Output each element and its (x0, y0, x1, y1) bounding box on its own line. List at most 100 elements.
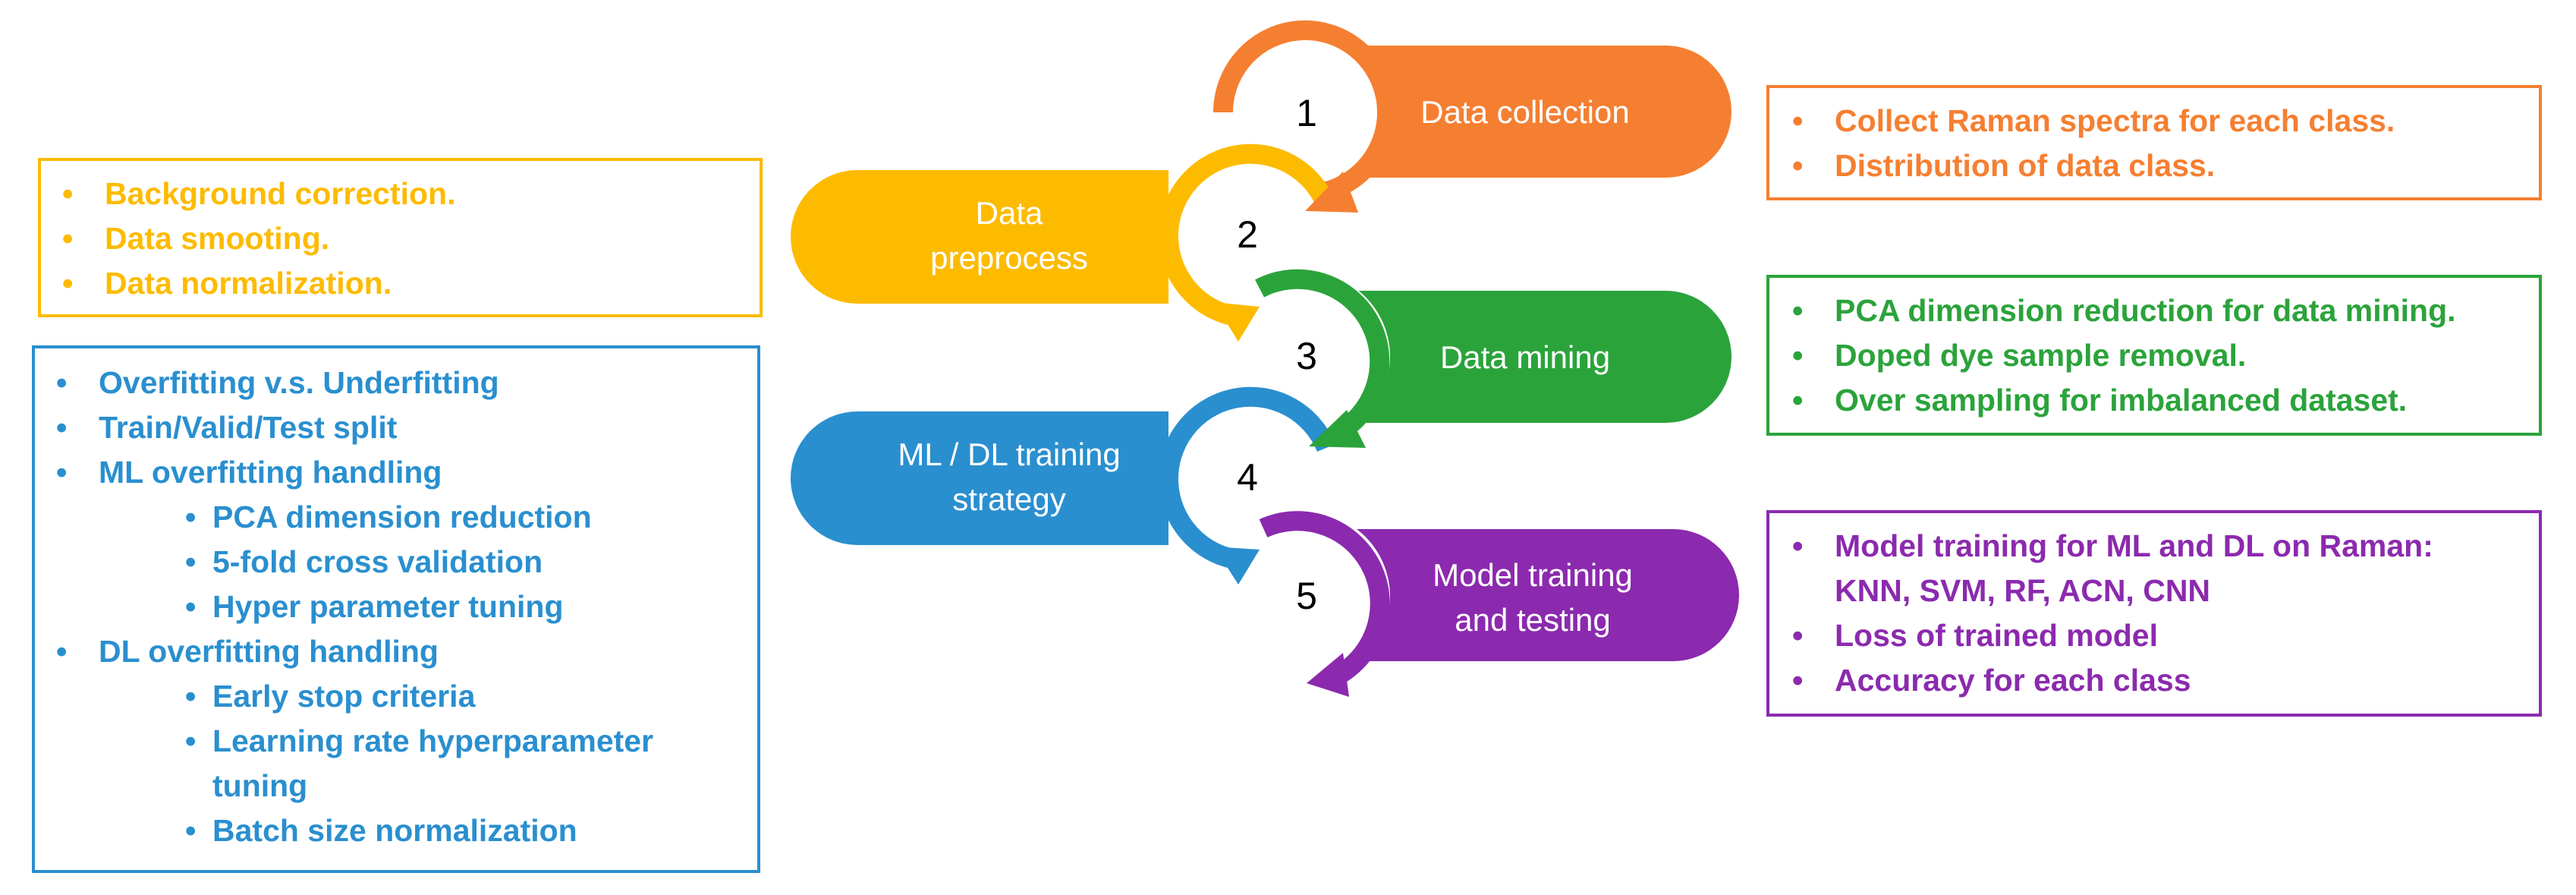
list-item-text: Train/Valid/Test split (99, 410, 398, 445)
training-details-box: • Model training for ML and DL on Raman: … (1766, 510, 2542, 717)
list-item: • Data normalization. (62, 261, 760, 306)
list-item: • Data smooting. (62, 216, 760, 261)
step-label-data-collection: Data collection (1420, 94, 1629, 130)
arrowhead-3 (1309, 410, 1366, 448)
bullet-icon: • (62, 176, 74, 211)
step-number-4: 4 (1237, 456, 1258, 499)
list-item-text: Collect Raman spectra for each class. (1835, 103, 2395, 138)
pill-data-preprocess (791, 170, 1168, 304)
arrowhead-4 (1214, 547, 1260, 585)
collection-list: • Collect Raman spectra for each class. •… (1792, 99, 2539, 188)
list-item: • Accuracy for each class (1792, 658, 2539, 703)
pill-data-mining (1351, 291, 1731, 423)
preprocess-list: •Background correction. •Data smooting. … (62, 172, 760, 306)
bullet-icon: • (56, 365, 68, 400)
bullet-icon: • (56, 634, 68, 669)
collection-details-box: • Collect Raman spectra for each class. •… (1766, 85, 2542, 200)
list-item: • Learning rate hyperparameter tuning (56, 719, 757, 808)
list-item-text: Hyper parameter tuning (212, 589, 564, 624)
bullet-icon: • (56, 410, 68, 445)
list-item: • Loss of trained model (1792, 613, 2539, 658)
bullet-icon: • (185, 723, 197, 758)
curve-arrow-4 (1159, 386, 1336, 570)
step-label-strategy-line1: ML / DL training (898, 436, 1120, 472)
list-item: • PCA dimension reduction (56, 495, 757, 540)
list-item: • Background correction. (62, 172, 760, 216)
list-item-text: PCA dimension reduction for data mining. (1835, 293, 2456, 328)
list-item: • Batch size normalization (56, 808, 757, 853)
list-item-text: 5-fold cross validation (212, 544, 543, 579)
step-label-data-preprocess-line2: preprocess (930, 240, 1088, 276)
mining-list: • PCA dimension reduction for data mining… (1792, 288, 2539, 423)
arrowhead-2 (1214, 302, 1260, 342)
step-circle-5 (1220, 512, 1390, 682)
list-item-text: ML overfitting handling (99, 455, 442, 490)
list-item: • Train/Valid/Test split (56, 405, 757, 450)
list-item-text: Overfitting v.s. Underfitting (99, 365, 499, 400)
list-item: • Over sampling for imbalanced dataset. (1792, 378, 2539, 423)
step-number-5: 5 (1296, 575, 1317, 617)
list-item-text: Loss of trained model (1835, 618, 2158, 653)
list-item: •Distribution of data class. (1792, 143, 2539, 188)
list-item-text: Batch size normalization (212, 813, 577, 848)
arrowhead-5 (1307, 653, 1349, 697)
bullet-icon: • (185, 544, 197, 579)
step-number-2: 2 (1237, 213, 1258, 256)
bullet-icon: • (62, 266, 74, 301)
list-item-text: PCA dimension reduction (212, 499, 592, 534)
list-item-text: Learning rate hyperparameter tuning (212, 723, 654, 803)
step-label-data-mining: Data mining (1440, 339, 1610, 375)
list-item: • 5-fold cross validation (56, 540, 757, 585)
list-item: • Overfitting v.s. Underfitting (56, 361, 757, 405)
curve-arrow-5 (1259, 511, 1390, 688)
list-item: • PCA dimension reduction for data mining… (1792, 288, 2539, 333)
bullet-icon: • (56, 455, 68, 490)
list-item-text: Model training for ML and DL on Raman: K… (1835, 528, 2433, 608)
step-label-model-line2: and testing (1455, 602, 1611, 638)
list-item: • ML overfitting handling (56, 450, 757, 495)
arrowhead-1 (1305, 172, 1358, 213)
list-item-text: Early stop criteria (212, 679, 476, 714)
bullet-icon: • (185, 679, 197, 714)
strategy-list: • Overfitting v.s. Underfitting • Train/Va… (56, 361, 757, 853)
bullet-icon: • (1792, 663, 1804, 698)
step-label-data-preprocess-line1: Data (976, 195, 1043, 231)
training-list: • Model training for ML and DL on Raman: … (1792, 524, 2539, 703)
pill-data-collection (1351, 46, 1731, 178)
list-item-text: DL overfitting handling (99, 634, 439, 669)
preprocess-details-box: •Background correction. •Data smooting. … (38, 158, 763, 317)
curve-arrow-1 (1213, 20, 1397, 202)
bullet-icon: • (185, 589, 197, 624)
bullet-icon: • (185, 813, 197, 848)
step-number-1: 1 (1296, 92, 1317, 134)
list-item: • Doped dye sample removal. (1792, 333, 2539, 378)
bullet-icon: • (185, 499, 197, 534)
list-item-text: Over sampling for imbalanced dataset. (1835, 383, 2408, 418)
step-label-strategy-line2: strategy (952, 481, 1065, 517)
list-item: • Collect Raman spectra for each class. (1792, 99, 2539, 143)
bullet-icon: • (1792, 103, 1804, 138)
step-label-model-line1: Model training (1433, 557, 1633, 593)
list-item-text: Doped dye sample removal. (1835, 338, 2247, 373)
pill-ml-dl-training-strategy (791, 411, 1168, 545)
step-number-3: 3 (1296, 335, 1317, 377)
list-item: • Early stop criteria (56, 674, 757, 719)
curve-arrow-2 (1159, 143, 1336, 327)
list-item-text: Data normalization. (105, 266, 392, 301)
list-item-text: Distribution of data class. (1835, 148, 2216, 183)
bullet-icon: • (1792, 618, 1804, 653)
list-item-text: Data smooting. (105, 221, 330, 256)
bullet-icon: • (1792, 383, 1804, 418)
pill-model-training-testing (1351, 529, 1739, 661)
bullet-icon: • (1792, 338, 1804, 373)
strategy-details-box: • Overfitting v.s. Underfitting • Train/Va… (32, 345, 760, 873)
list-item: • DL overfitting handling (56, 629, 757, 674)
bullet-icon: • (62, 221, 74, 256)
list-item: • Hyper parameter tuning (56, 585, 757, 629)
list-item-text: Accuracy for each class (1835, 663, 2191, 698)
bullet-icon: • (1792, 293, 1804, 328)
curve-arrow-3 (1255, 269, 1390, 443)
list-item: •Model training for ML and DL on Raman: … (1792, 524, 2539, 613)
list-item-text: Background correction. (105, 176, 456, 211)
